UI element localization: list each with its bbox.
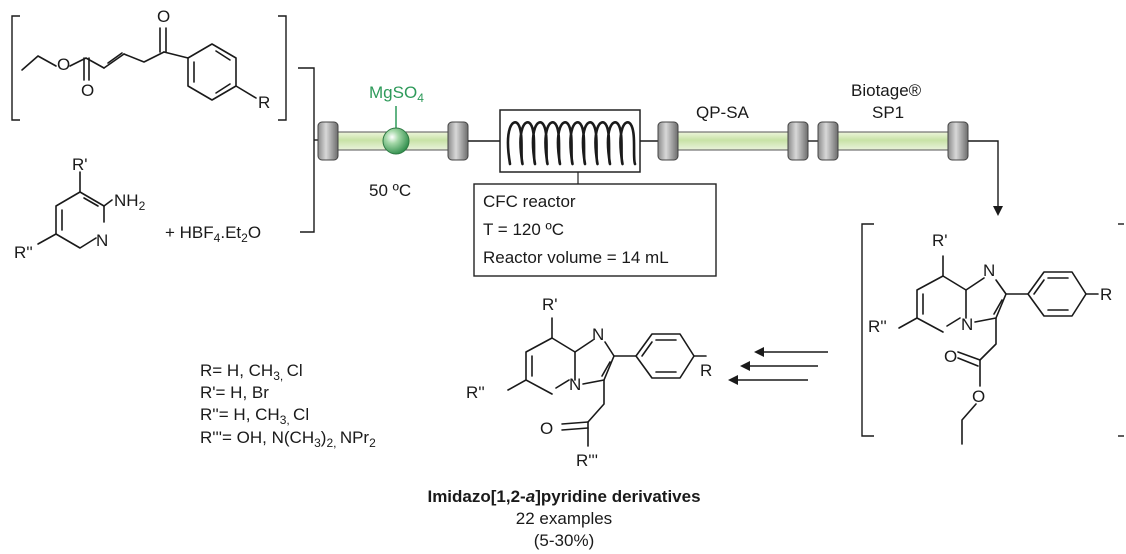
product-n-imine: N [592,325,604,344]
product-r-para: R [700,361,712,380]
intermediate-r-prime: R' [932,231,948,250]
product-n-bridge: N [569,375,581,394]
coil-reactor [499,109,641,173]
product-r-double: R'' [466,383,485,402]
intermediate-o-carbonyl: O [944,347,957,366]
substituent-r1: R'= H, Br [200,383,269,402]
cartridge-biotage [817,121,969,161]
product-o-carbonyl: O [540,419,553,438]
caption-title: Imidazo[1,2-a]pyridine derivatives [427,487,700,506]
intermediate-o-ester: O [972,387,985,406]
product-r-triple: R''' [576,451,598,470]
enone-reactant: O O O R [11,7,287,121]
substituent-r: R= H, CH3, Cl [200,361,303,383]
reactor-info-box: CFC reactor T = 120 ºC Reactor volume = … [473,172,717,277]
acid-reagent: + HBF4.Et2O [165,223,261,245]
bracket-right [278,15,287,121]
output-arrow [968,140,1003,216]
substituent-list: R= H, CH3, Cl R'= H, Br R''= H, CH3, Cl … [200,361,376,450]
cartridge-qpsa [657,121,809,161]
intermediate-r-double: R'' [868,317,887,336]
qpsa-label: QP-SA [696,103,750,122]
temperature-50: 50 ºC [369,181,411,200]
product-structure: R' R'' N N R O R''' [466,295,712,470]
biotage-label-1: Biotage® [851,81,922,100]
aminopyridine-reactant: R' NH2 N R'' [14,155,146,262]
aminopyridine-r-double: R'' [14,243,33,262]
reactor-volume: Reactor volume = 14 mL [483,248,669,267]
substituent-r3: R'''= OH, N(CH3)2, NPr2 [200,428,376,450]
mgso4-label: MgSO4 [369,83,424,105]
intermediate-structure: R' R'' N N R O O [861,223,1124,445]
ester-oxygen: O [57,55,70,74]
caption-yield: (5-30%) [534,531,594,550]
product-r-prime: R' [542,295,558,314]
substituent-r2: R''= H, CH3, Cl [200,405,309,427]
biotage-label-2: SP1 [872,103,904,122]
aminopyridine-r-prime: R' [72,155,88,174]
pyridine-nitrogen: N [96,231,108,250]
carbonyl-oxygen-2: O [157,7,170,26]
cartridge-mgso4 [317,106,469,161]
intermediate-r-para: R [1100,285,1112,304]
amine-nh2: NH2 [114,191,146,213]
bracket-left [11,15,20,121]
intermediate-n-bridge: N [961,315,973,334]
reactor-name: CFC reactor [483,192,576,211]
reactor-temperature: T = 120 ºC [483,220,564,239]
multi-step-arrows [728,347,828,385]
intermediate-n-imine: N [983,261,995,280]
caption-examples: 22 examples [516,509,612,528]
carbonyl-oxygen-1: O [81,81,94,100]
enone-r-label: R [258,93,270,112]
mgso4-ball-icon [382,127,410,155]
feed-joiner [298,67,315,233]
caption: Imidazo[1,2-a]pyridine derivatives 22 ex… [427,487,700,550]
